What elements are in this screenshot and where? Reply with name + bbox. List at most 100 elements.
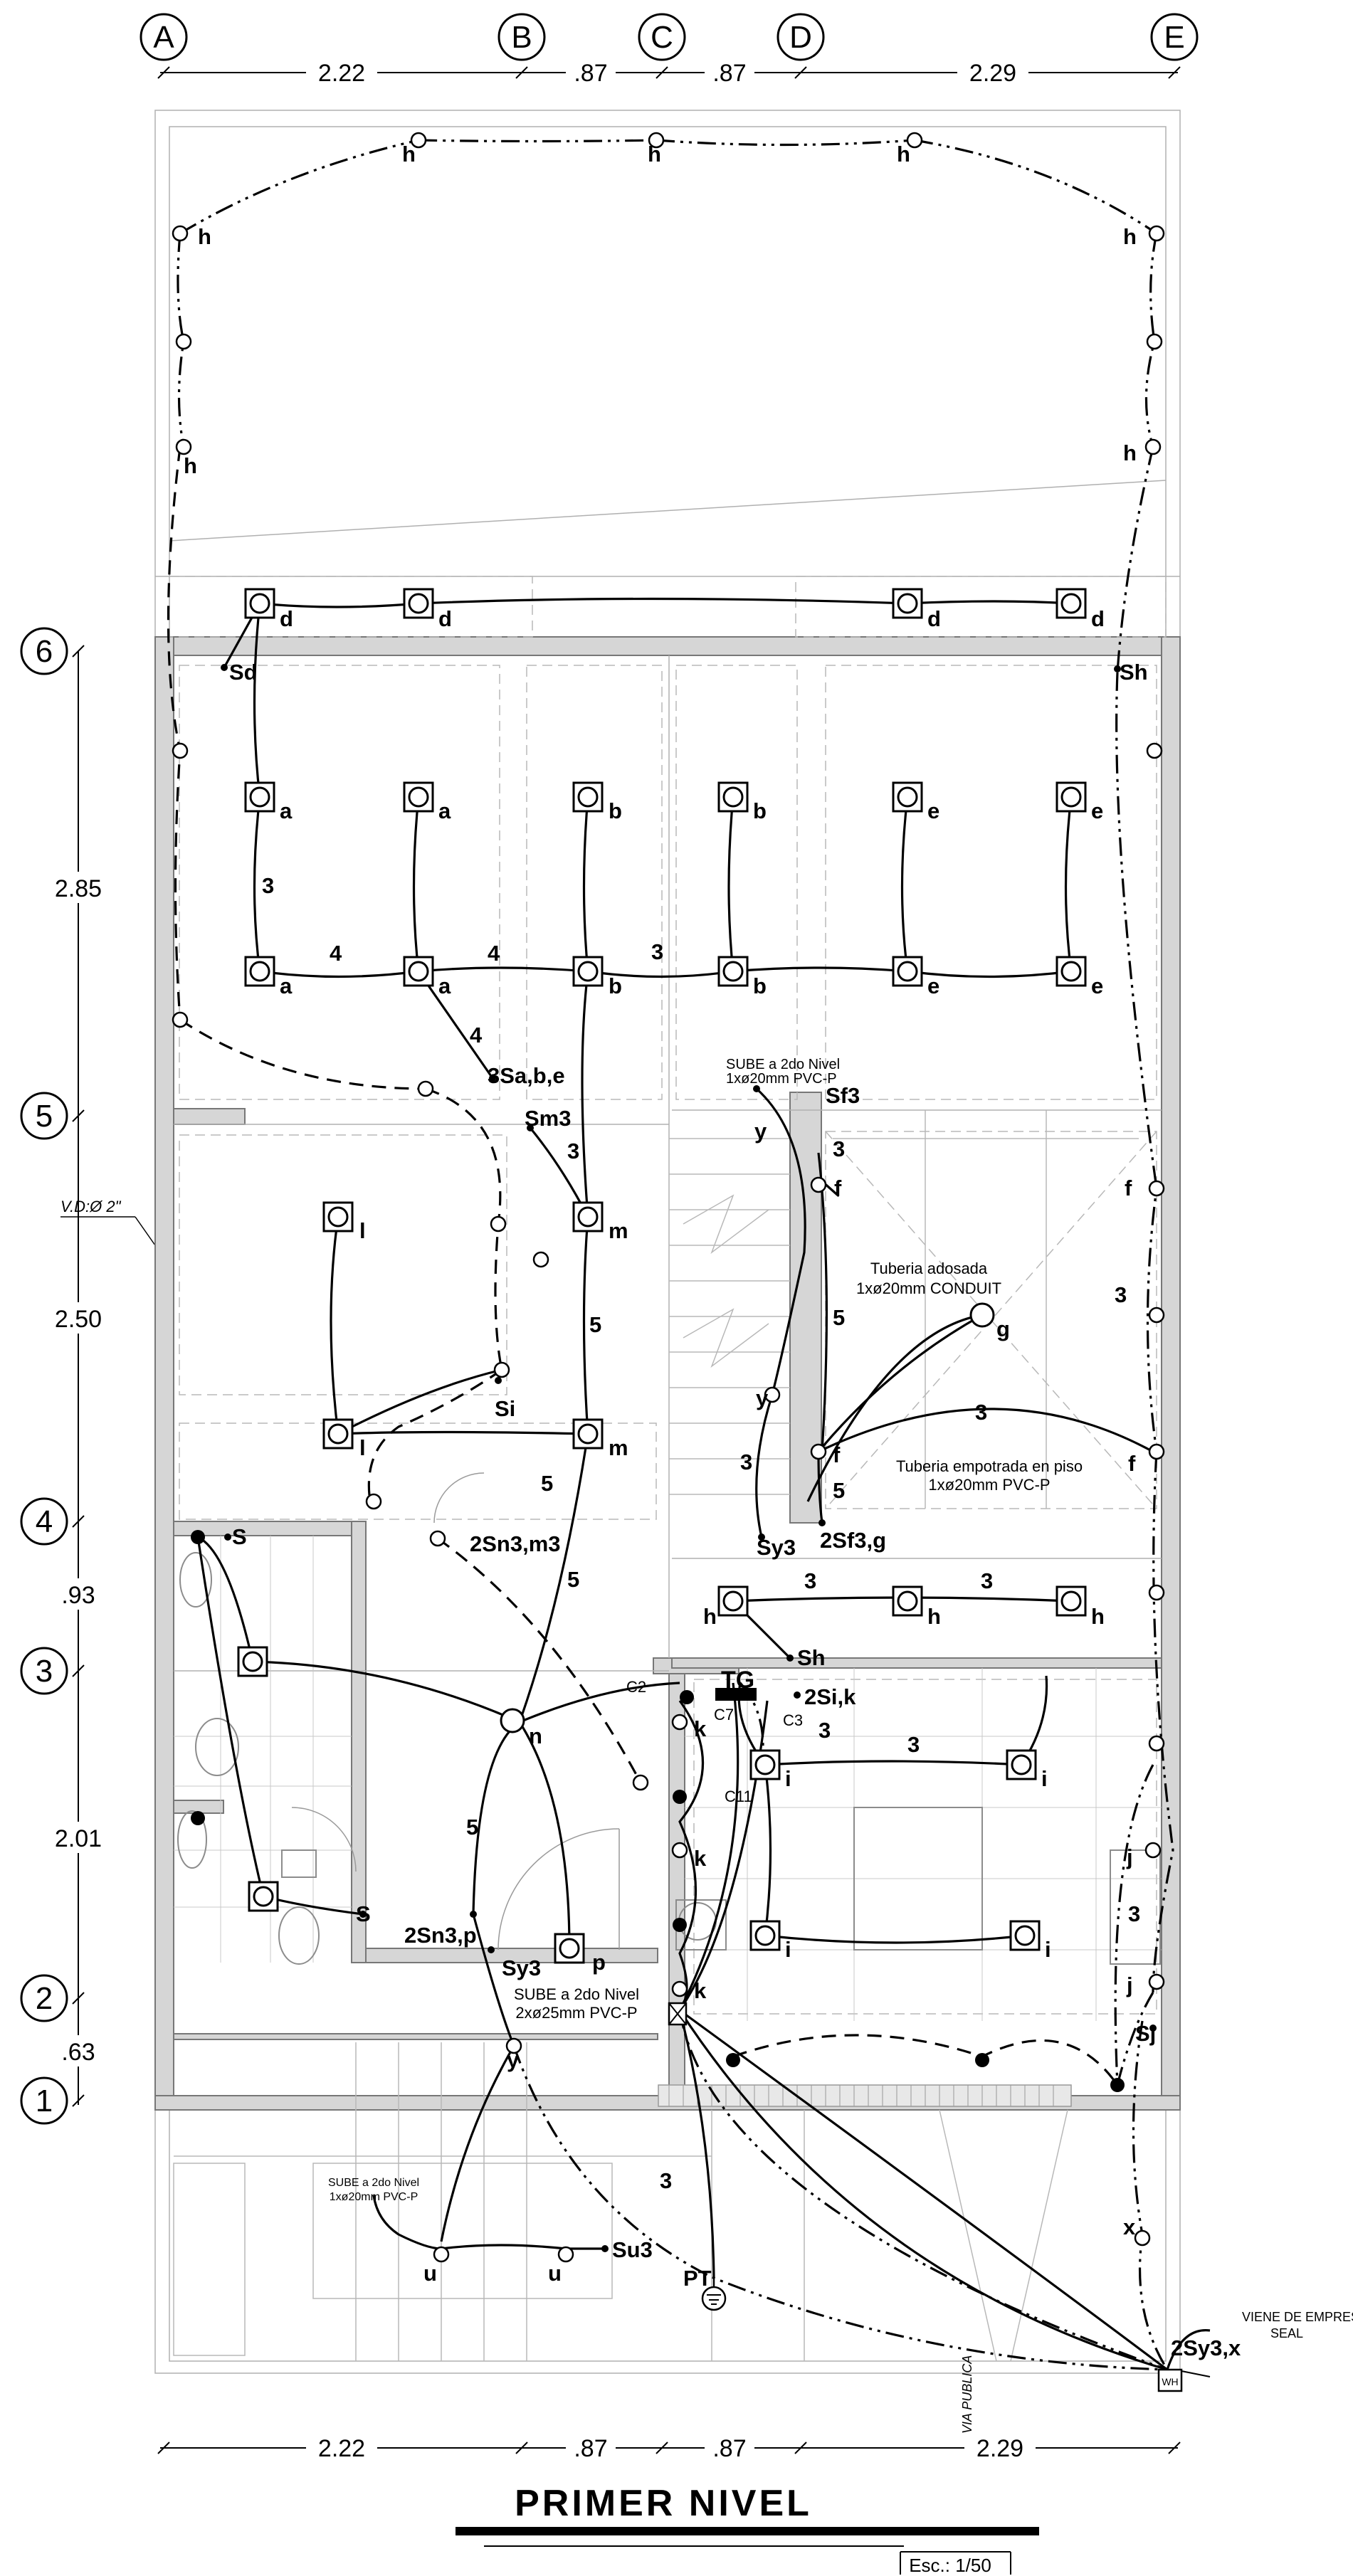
plan-label: C11 [725, 1788, 752, 1805]
plan-label: 4 [488, 941, 500, 966]
plan-label: 2Sn3,m3 [470, 1531, 561, 1556]
plan-label: 3 [262, 873, 274, 898]
plan-label: C2 [626, 1678, 646, 1696]
grid-a: A [153, 20, 174, 55]
plan-label: 2xø25mm PVC-P [515, 2004, 637, 2022]
plan-label: 5 [567, 1567, 579, 1592]
plan-label: a [438, 798, 451, 823]
plan-label: 3Sa,b,e [488, 1063, 565, 1088]
grid-3: 3 [36, 1654, 53, 1689]
grid-c: C [651, 20, 673, 55]
plan-label: 3 [818, 1718, 831, 1743]
plan-label: p [592, 1950, 606, 1975]
plan-label: h [1091, 1604, 1105, 1629]
plan-label: h [1123, 440, 1137, 465]
plan-label: i [1041, 1766, 1048, 1791]
grid-e: E [1164, 20, 1184, 55]
grid-4: 4 [36, 1504, 53, 1539]
plan-label: Sh [1120, 660, 1148, 685]
fixture-labels: h h h h h h h d d d d Sd Sh a a b b e e … [184, 142, 1241, 2360]
notes: SUBE a 2do Nivel 1xø20mm PVC-P Tuberia a… [328, 1057, 1353, 2434]
plan-label: h [402, 142, 416, 167]
meter-label: WH [1162, 2376, 1178, 2387]
plan-label: x [1123, 2215, 1136, 2239]
plan-label: f [1125, 1176, 1132, 1200]
plan-label: f [1128, 1451, 1136, 1476]
plan-label: h [703, 1604, 717, 1629]
plan-label: Sd [229, 660, 258, 685]
plan-label: Sy3 [757, 1535, 796, 1560]
grid-d: D [789, 20, 812, 55]
plan-label: n [529, 1724, 542, 1748]
plan-label: m [609, 1218, 628, 1243]
grid-6: 6 [36, 634, 53, 669]
plan-label: h [198, 224, 211, 249]
plan-label: d [1091, 606, 1105, 631]
dim-left-5: .63 [61, 2039, 95, 2066]
plan-label: 3 [567, 1139, 579, 1163]
plan-label: u [548, 2261, 562, 2286]
meter-wh: WH [1157, 2368, 1183, 2392]
dim-bottom-4: 2.29 [976, 2435, 1023, 2462]
plan-label: VIENE DE EMPRESA [1242, 2310, 1353, 2324]
grid-5: 5 [36, 1099, 53, 1134]
plan-label: k [694, 1846, 707, 1871]
dim-left-3: .93 [61, 1582, 95, 1609]
tg-panel [715, 1688, 757, 1701]
plan-label: Sm3 [525, 1106, 571, 1131]
plan-label: S [232, 1524, 247, 1549]
grid-2: 2 [36, 1981, 53, 2016]
plan-label: Tuberia adosada [870, 1260, 988, 1277]
plan-label: h [184, 453, 197, 478]
plan-label: h [648, 142, 661, 167]
plan-label: 3 [740, 1450, 752, 1474]
plan-label: a [280, 798, 293, 823]
dim-top-1: 2.22 [318, 60, 365, 87]
vd-text: V.D:Ø 2" [60, 1198, 122, 1215]
plan-label: 3 [660, 2168, 672, 2193]
plan-label: Tuberia empotrada en piso [896, 1457, 1083, 1475]
filled-outlets [191, 1530, 1125, 2092]
plan-label: k [694, 1716, 707, 1741]
plan-label: 4 [470, 1023, 483, 1047]
plan-label: 3 [981, 1568, 993, 1593]
drawing-title: PRIMER NIVEL [515, 2483, 812, 2524]
plan-label: b [609, 973, 622, 998]
plan-label: j [1126, 1844, 1133, 1869]
plan-label: i [1045, 1937, 1051, 1962]
plan-label: e [927, 973, 939, 998]
plan-label: e [927, 798, 939, 823]
plan-label: Su3 [612, 2237, 653, 2262]
building-outline [154, 110, 1181, 2374]
plan-label: f [833, 1442, 841, 1467]
plan-label: e [1091, 798, 1103, 823]
plan-label: d [280, 606, 293, 631]
dimensions-bottom: 2.22 .87 .87 2.29 [157, 2434, 1181, 2462]
plan-label: 1xø20mm PVC-P [928, 1476, 1050, 1494]
wire-counts: 3 4 4 3 4 3 5 5 5 5 3 5 5 3 3 3 3 3 3 3 … [262, 873, 1140, 2193]
dim-bottom-1: 2.22 [318, 2435, 365, 2462]
plan-label: f [834, 1176, 842, 1200]
drawing-scale: Esc.: 1/50 [909, 2555, 991, 2576]
plan-label: i [785, 1766, 791, 1791]
plan-label: Sf3 [826, 1083, 860, 1108]
plan-label: VIA PUBLICA [960, 2355, 974, 2434]
plan-label: u [423, 2261, 437, 2286]
plan-label: b [753, 798, 767, 823]
plan-label: 1xø20mm PVC-P [726, 1071, 837, 1087]
plan-label: l [359, 1435, 366, 1460]
dim-top-2: .87 [574, 60, 607, 87]
ground-electrode [701, 2277, 727, 2311]
plan-label: i [785, 1937, 791, 1962]
plan-label: l [359, 1218, 366, 1243]
plan-label: 4 [330, 941, 342, 966]
dimensions-left: 2.85 2.50 .93 2.01 .63 [43, 645, 114, 2107]
plan-label: 5 [833, 1305, 845, 1330]
plan-label: TG [721, 1667, 754, 1694]
switch-dots [221, 664, 1157, 2252]
plan-label: k [694, 1978, 707, 2003]
plan-label: j [1126, 1973, 1133, 1997]
plan-label: h [1123, 224, 1137, 249]
title-block: PRIMER NIVEL Esc.: 1/50 [456, 2483, 1039, 2576]
plan-label: h [927, 1604, 941, 1629]
